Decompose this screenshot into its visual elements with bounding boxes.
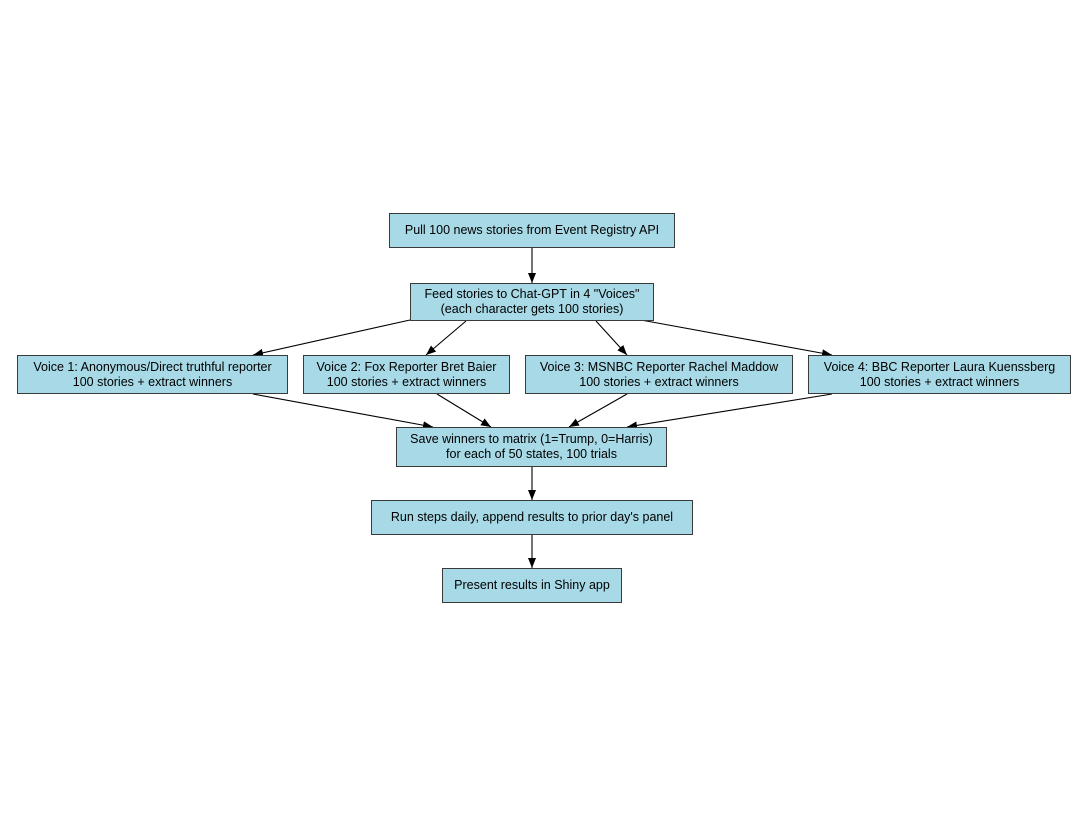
pull-news-stories-step: Pull 100 news stories from Event Registr…: [389, 213, 675, 248]
arrow-feed-to-voice1: [252, 319, 411, 357]
arrow-voice2-to-save: [436, 393, 492, 428]
save-winners-step: Save winners to matrix (1=Trump, 0=Harri…: [396, 427, 667, 467]
run-steps-daily-step: Run steps daily, append results to prior…: [371, 500, 693, 535]
present-results-step: Present results in Shiny app: [442, 568, 622, 603]
voice-2-step: Voice 2: Fox Reporter Bret Baier 100 sto…: [303, 355, 510, 394]
node-text-line: Save winners to matrix (1=Trump, 0=Harri…: [410, 432, 653, 446]
node-text-line: (each character gets 100 stories): [440, 302, 624, 316]
arrow-voice1-to-save: [252, 393, 434, 430]
node-text-line: 100 stories + extract winners: [859, 374, 1020, 389]
node-text-line: 100 stories + extract winners: [579, 374, 739, 389]
node-text-line: Present results in Shiny app: [454, 578, 610, 592]
arrow-voice4-to-save: [626, 393, 833, 430]
arrow-feed-to-voice3: [595, 320, 628, 356]
voice-4-step: Voice 4: BBC Reporter Laura Kuenssberg 1…: [808, 355, 1071, 394]
arrow-feed-to-voice4: [640, 319, 833, 358]
node-text-line: Pull 100 news stories from Event Registr…: [404, 223, 660, 237]
arrow-voice3-to-save: [568, 393, 628, 428]
feed-stories-to-chatgpt-step: Feed stories to Chat-GPT in 4 "Voices" (…: [410, 283, 654, 321]
node-text-line: Voice 3: MSNBC Reporter Rachel Maddow: [539, 359, 779, 374]
voice-3-step: Voice 3: MSNBC Reporter Rachel Maddow 10…: [525, 355, 793, 394]
node-text-line: 100 stories + extract winners: [326, 374, 487, 389]
arrow-feed-to-voice2: [425, 320, 467, 356]
node-text-line: Voice 1: Anonymous/Direct truthful repor…: [33, 359, 272, 374]
node-text-line: Voice 4: BBC Reporter Laura Kuenssberg: [823, 359, 1056, 374]
node-text-line: Voice 2: Fox Reporter Bret Baier: [316, 359, 497, 374]
node-text-line: Feed stories to Chat-GPT in 4 "Voices": [424, 287, 640, 301]
node-text-line: for each of 50 states, 100 trials: [446, 447, 617, 461]
node-text-line: 100 stories + extract winners: [72, 374, 233, 389]
voice-1-step: Voice 1: Anonymous/Direct truthful repor…: [17, 355, 288, 394]
node-text-line: Run steps daily, append results to prior…: [390, 510, 674, 524]
